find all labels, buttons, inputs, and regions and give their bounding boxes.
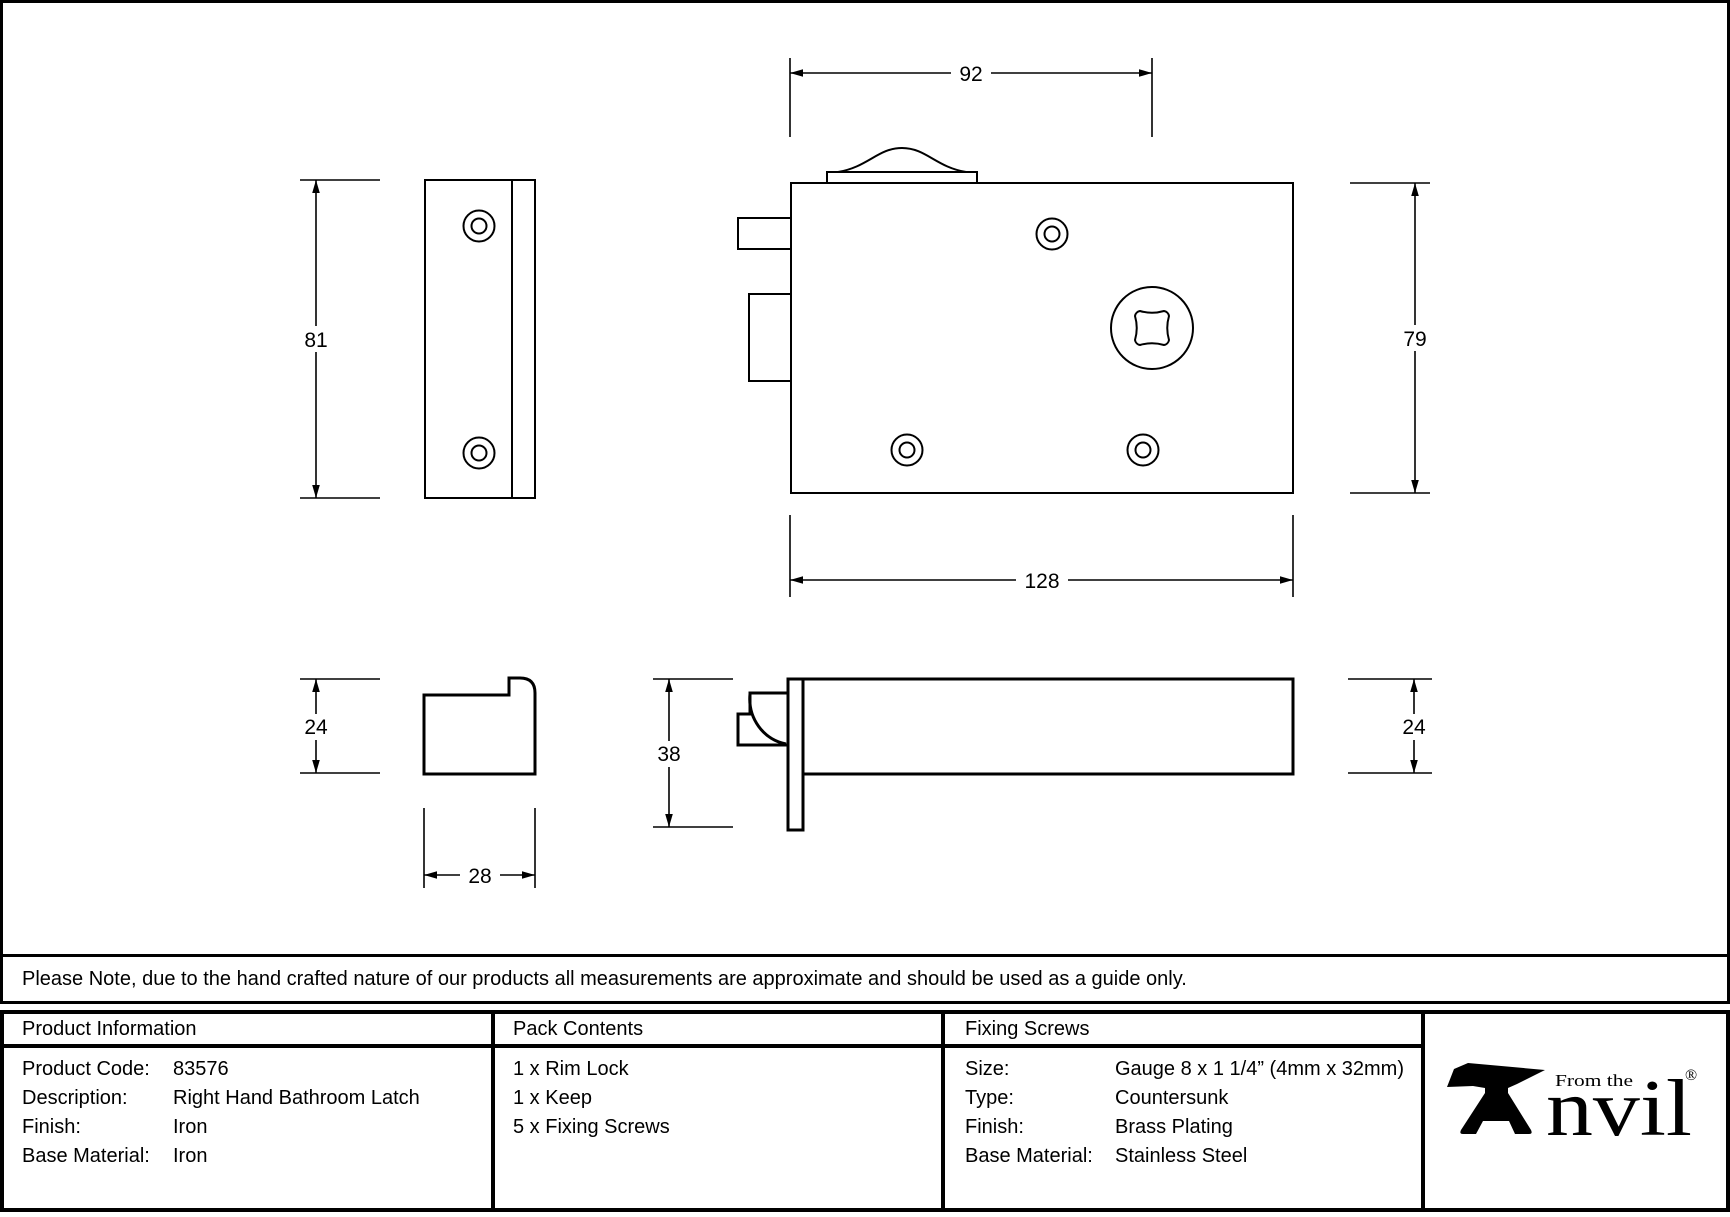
dimension-case-depth: 24 [1348,678,1434,774]
table-divider-1 [491,1014,495,1208]
latch-bolt-curve [748,693,787,746]
screw-type-value: Countersunk [1115,1087,1229,1109]
dimension-keep-width: 28 [423,808,536,888]
screw-type-label: Type: [965,1087,1014,1109]
dimension-lock-width: 128 [789,515,1294,597]
keep-side-view [422,676,537,776]
latch-bolt-side [736,691,788,747]
finish-value: Iron [173,1116,208,1138]
product-info-header: Product Information [22,1018,197,1040]
base-material-value: Iron [173,1145,208,1167]
dim-label-lock-height: 79 [1403,328,1426,351]
latch-cover-curve [837,146,967,173]
pack-contents-header: Pack Contents [513,1018,644,1040]
dim-label-keep-height: 81 [304,329,327,352]
lock-backplate-edge [786,677,805,832]
screw-size-label: Size: [965,1058,1010,1080]
lock-screw-hole-top [1035,217,1069,251]
dim-label-spindle-offset: 92 [959,63,982,86]
rim-lock-side-view [736,677,1295,832]
dim-label-case-depth: 24 [1402,716,1426,739]
dim-label-lock-width: 128 [1024,570,1059,593]
from-the-anvil-logo: From the nvil ® [1447,1063,1697,1153]
spec-table: Product Information Product Code: 83576 … [0,1010,1730,1212]
description-label: Description: [22,1087,128,1109]
dimension-lock-depth: 38 [649,678,733,828]
keep-screw-hole-bottom [462,436,496,470]
latch-snib [737,217,792,250]
keep-screw-hole-top [462,209,496,243]
technical-drawing-svg: 81 [296,58,1435,888]
finish-label: Finish: [22,1116,81,1138]
logo-tagline: From the [1555,1071,1633,1090]
logo-wordmark: nvil [1546,1065,1692,1153]
screw-size-value: Gauge 8 x 1 1/4” (4mm x 32mm) [1115,1058,1404,1080]
pack-item-3: 5 x Fixing Screws [513,1116,670,1138]
lock-screw-hole-bottom-left [890,433,924,467]
anvil-icon [1447,1063,1545,1134]
description-value: Right Hand Bathroom Latch [173,1087,420,1109]
lock-screw-hole-bottom-right [1126,433,1160,467]
table-header-separator [4,1044,1425,1048]
lock-case-side [801,677,1295,776]
dim-label-keep-width: 28 [468,865,491,888]
keep-front-view [424,179,536,499]
pack-item-2: 1 x Keep [513,1087,592,1109]
dimension-keep-height: 81 [296,179,380,499]
dimension-keep-depth: 24 [296,678,380,774]
pack-item-1: 1 x Rim Lock [513,1058,629,1080]
registered-trademark-symbol: ® [1685,1067,1697,1084]
table-divider-3 [1421,1014,1425,1208]
screw-base-material-value: Stainless Steel [1115,1145,1248,1167]
technical-drawing-area: 81 [0,0,1730,954]
latch-bolt [748,293,792,382]
latch-cover-plate [826,171,978,183]
spindle-boss [1110,286,1194,370]
product-code-value: 83576 [173,1058,229,1080]
screw-base-material-label: Base Material: [965,1145,1093,1167]
measurement-note-text: Please Note, due to the hand crafted nat… [22,967,1187,990]
screw-finish-label: Finish: [965,1116,1024,1138]
dim-label-lock-depth: 38 [657,743,680,766]
table-divider-2 [941,1014,945,1208]
rim-lock-front-view [737,146,1294,494]
dim-label-keep-depth: 24 [304,716,328,739]
screw-finish-value: Brass Plating [1115,1116,1233,1138]
product-code-label: Product Code: [22,1058,150,1080]
spindle-follower-hole [1133,309,1171,347]
base-material-label: Base Material: [22,1145,150,1167]
dimension-spindle-offset: 92 [789,58,1153,137]
fixing-screws-header: Fixing Screws [965,1018,1090,1040]
measurement-note: Please Note, due to the hand crafted nat… [0,954,1730,1004]
dimension-lock-height: 79 [1350,182,1435,494]
